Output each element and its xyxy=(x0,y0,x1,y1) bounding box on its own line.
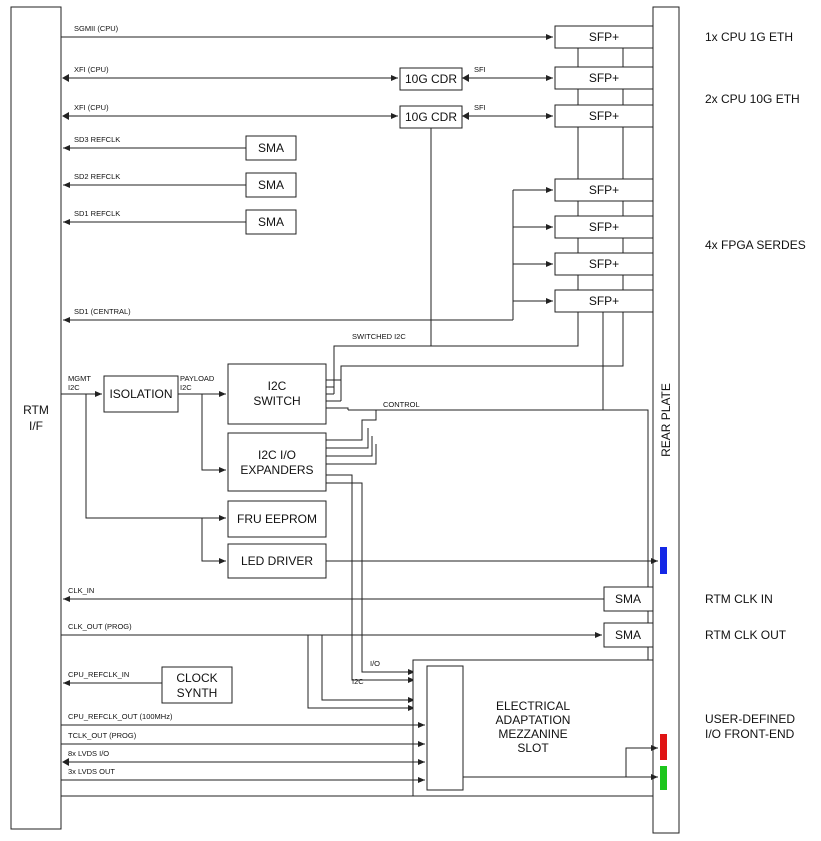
sfp-box-7 xyxy=(554,289,654,313)
sma-label-sd2: SMA xyxy=(258,178,284,192)
cpu-refclk-in-label: CPU_REFCLK_IN xyxy=(68,670,129,679)
sma-box-sd3 xyxy=(245,135,297,161)
switched-i2c-label: SWITCHED I2C xyxy=(352,332,406,341)
clk-out-to-mezz-2 xyxy=(321,635,415,703)
cpu-refclk-out-label: CPU_REFCLK_OUT (100MHz) xyxy=(68,712,173,721)
fpga-serdes-fanout xyxy=(512,187,553,320)
label-user-defined-2: I/O FRONT-END xyxy=(705,727,795,741)
sfp-box-4 xyxy=(554,178,654,202)
payload-label-1: PAYLOAD xyxy=(180,374,215,383)
mezz-label-1: ELECTRICAL xyxy=(496,699,570,713)
xfi-label-1: XFI (CPU) xyxy=(74,65,109,74)
sma-box-clk-out xyxy=(603,622,654,648)
led-driver-label: LED DRIVER xyxy=(241,554,313,568)
isolation-label: ISOLATION xyxy=(109,387,172,401)
rear-plate-label: REAR PLATE xyxy=(659,383,673,457)
mezz-label-3: MEZZANINE xyxy=(498,727,567,741)
clk-out-label: CLK_OUT (PROG) xyxy=(68,622,132,631)
label-user-defined-1: USER-DEFINED xyxy=(705,712,795,726)
sfp-label-4: SFP+ xyxy=(589,183,619,197)
sfp-box-5 xyxy=(554,215,654,239)
i2c-io-expanders-box xyxy=(227,432,327,492)
label-cpu-10g: 2x CPU 10G ETH xyxy=(705,92,800,106)
led-red xyxy=(660,734,667,760)
sma-label-clk-out: SMA xyxy=(615,628,641,642)
control-label: CONTROL xyxy=(383,400,420,409)
i2c-switch-label-1: I2C xyxy=(268,379,287,393)
rtm-if-block xyxy=(10,6,62,830)
sfp-label-5: SFP+ xyxy=(589,220,619,234)
sfp-box-1 xyxy=(554,25,654,49)
cdr-label-1: 10G CDR xyxy=(405,72,457,86)
clk-out-to-mezz xyxy=(307,635,415,711)
sma-box-sd1 xyxy=(245,209,297,235)
lvds-out-label: 3x LVDS OUT xyxy=(68,767,115,776)
clk-in-label: CLK_IN xyxy=(68,586,94,595)
sfp-label-1: SFP+ xyxy=(589,30,619,44)
sfi-label-1: SFI xyxy=(474,65,486,74)
sfp-label-7: SFP+ xyxy=(589,294,619,308)
xfi-label-2: XFI (CPU) xyxy=(74,103,109,112)
sma-box-sd2 xyxy=(245,172,297,198)
sma-label-clk-in: SMA xyxy=(615,592,641,606)
lvds-io-label: 8x LVDS I/O xyxy=(68,749,109,758)
mgmt-to-fru xyxy=(85,394,226,521)
mezzanine-connector xyxy=(426,665,464,791)
sd1-central-label: SD1 (CENTRAL) xyxy=(74,307,131,316)
label-rtm-clk-in: RTM CLK IN xyxy=(705,592,773,606)
mgmt-label-1: MGMT xyxy=(68,374,91,383)
cdr-label-2: 10G CDR xyxy=(405,110,457,124)
sd2-label: SD2 REFCLK xyxy=(74,172,120,181)
clock-synth-label-2: SYNTH xyxy=(177,686,218,700)
sfi-label-2: SFI xyxy=(474,103,486,112)
mezz-label-2: ADAPTATION xyxy=(496,713,571,727)
label-cpu-1g: 1x CPU 1G ETH xyxy=(705,30,793,44)
i2c-switch-box xyxy=(227,363,327,425)
sfp-box-2 xyxy=(554,66,654,90)
led-green xyxy=(660,766,667,790)
clock-synth-label-1: CLOCK xyxy=(176,671,217,685)
label-fpga-serdes: 4x FPGA SERDES xyxy=(705,238,806,252)
io-label: I/O xyxy=(370,659,380,668)
rtm-if-label-1: RTM xyxy=(23,403,49,417)
sma-box-clk-in xyxy=(603,586,654,612)
fru-eeprom-label: FRU EEPROM xyxy=(237,512,317,526)
sfp-box-3 xyxy=(554,104,654,128)
mgmt-label-2: I2C xyxy=(68,383,80,392)
sfp-label-3: SFP+ xyxy=(589,109,619,123)
sfp-box-6 xyxy=(554,252,654,276)
payload-label-2: I2C xyxy=(180,383,192,392)
i2c-to-led xyxy=(201,518,226,564)
i2c-switch-label-2: SWITCH xyxy=(253,394,300,408)
sgmii-label: SGMII (CPU) xyxy=(74,24,119,33)
sfp-label-6: SFP+ xyxy=(589,257,619,271)
sfp-cages: SFP+ SFP+ SFP+ SFP+ SFP+ SFP+ SFP+ xyxy=(554,25,654,313)
i2c-io-label-1: I2C I/O xyxy=(258,448,296,462)
sma-label-sd3: SMA xyxy=(258,141,284,155)
clock-synth-box xyxy=(161,666,233,704)
rtm-if-label-2: I/F xyxy=(29,419,43,433)
label-rtm-clk-out: RTM CLK OUT xyxy=(705,628,787,642)
led-blue xyxy=(660,547,667,574)
cdr-box-1 xyxy=(399,67,463,91)
tclk-out-label: TCLK_OUT (PROG) xyxy=(68,731,137,740)
sd3-label: SD3 REFCLK xyxy=(74,135,120,144)
sfp-label-2: SFP+ xyxy=(589,71,619,85)
sma-label-sd1: SMA xyxy=(258,215,284,229)
mezz-label-4: SLOT xyxy=(517,741,549,755)
sd1-label: SD1 REFCLK xyxy=(74,209,120,218)
fru-eeprom-box xyxy=(227,500,327,538)
i2c-switch-outputs xyxy=(326,366,349,410)
control-lines xyxy=(326,409,649,683)
mezz-to-red xyxy=(463,745,658,778)
isolation-box xyxy=(103,375,179,413)
i2c-io-label-2: EXPANDERS xyxy=(240,463,313,477)
payload-to-expanders xyxy=(201,394,226,473)
rear-plate-block xyxy=(652,6,680,834)
i2c-label: I2C xyxy=(352,677,364,686)
